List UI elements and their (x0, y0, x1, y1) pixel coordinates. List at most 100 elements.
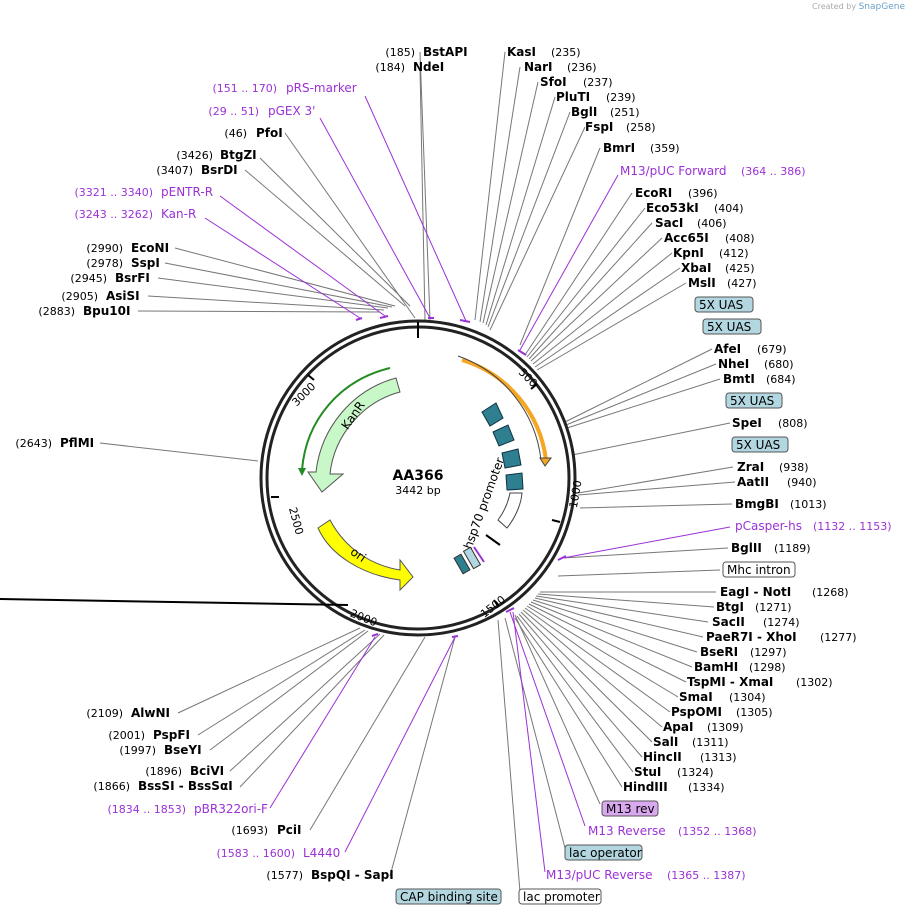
site-name[interactable]: BglII (731, 541, 762, 555)
primer-name[interactable]: M13/pUC Forward (620, 164, 727, 178)
site-name[interactable]: AatII (737, 475, 769, 489)
site-pos: (3407) (156, 164, 193, 177)
site-name[interactable]: StuI (634, 765, 661, 779)
site-pos: (684) (766, 373, 796, 386)
site-name[interactable]: FspI (585, 120, 613, 134)
site-name[interactable]: BglI (571, 105, 597, 119)
ori-arrow (317, 519, 414, 592)
primer-name[interactable]: pCasper-hs (735, 519, 802, 533)
site-pos: (680) (764, 358, 794, 371)
site-pos: (236) (567, 61, 597, 74)
site-name[interactable]: BspQI - SapI (311, 868, 394, 882)
primer-name[interactable]: L4440 (303, 846, 340, 860)
site-name[interactable]: BmgBI (735, 497, 779, 511)
site-pos: (1324) (677, 766, 714, 779)
primer-range: (1583 .. 1600) (216, 847, 295, 860)
site-name[interactable]: SpeI (732, 416, 762, 430)
uas-box-3[interactable] (725, 392, 783, 409)
site-name[interactable]: Eco53kI (646, 201, 699, 215)
site-name[interactable]: AsiSI (106, 289, 140, 303)
site-name[interactable]: NheI (718, 357, 749, 371)
primer-name[interactable]: pRS-marker (286, 81, 357, 95)
site-name[interactable]: BmrI (603, 141, 635, 155)
site-name[interactable]: PspOMI (671, 705, 722, 719)
site-pos: (1997) (119, 744, 156, 757)
site-name[interactable]: PfoI (256, 126, 283, 140)
uas-box-1[interactable] (694, 296, 754, 313)
site-name[interactable]: AfeI (714, 342, 741, 356)
uas-box-4[interactable] (731, 436, 789, 453)
site-pos: (1298) (749, 661, 786, 674)
m13-rev-box[interactable] (601, 800, 659, 817)
site-name[interactable]: SmaI (679, 690, 713, 704)
site-name[interactable]: NarI (524, 60, 553, 74)
lac-operator-box[interactable] (564, 844, 643, 861)
site-name[interactable]: NdeI (413, 60, 444, 74)
site-name[interactable]: SspI (131, 256, 160, 270)
site-name[interactable]: BseYI (164, 743, 202, 757)
site-name[interactable]: BseRI (700, 645, 738, 659)
site-name[interactable]: XbaI (681, 261, 711, 275)
site-name[interactable]: MslI (688, 276, 716, 290)
site-pos: (2978) (86, 257, 123, 270)
site-name[interactable]: Bpu10I (83, 304, 130, 318)
site-name[interactable]: BsrDI (201, 163, 238, 177)
site-name[interactable]: TspMI - XmaI (687, 675, 773, 689)
site-name[interactable]: EagI - NotI (720, 585, 791, 599)
site-name[interactable]: BamHI (694, 660, 738, 674)
site-name[interactable]: PluTI (556, 90, 590, 104)
site-pos: (1302) (796, 676, 833, 689)
site-pos: (235) (551, 46, 581, 59)
primer-name[interactable]: M13/pUC Reverse (546, 868, 653, 882)
kanr-primer-arc (301, 367, 391, 471)
site-name[interactable]: ApaI (663, 720, 693, 734)
site-name[interactable]: BtgI (716, 600, 744, 614)
site-name[interactable]: KpnI (673, 246, 704, 260)
site-name[interactable]: PspFI (153, 728, 190, 742)
site-name[interactable]: PflMI (60, 436, 94, 450)
site-pos: (46) (224, 127, 247, 140)
orange-feature-outline (457, 355, 542, 461)
site-name[interactable]: ZraI (737, 460, 764, 474)
site-name[interactable]: BsrFI (115, 271, 150, 285)
site-name[interactable]: Acc65I (664, 231, 709, 245)
site-name[interactable]: PciI (277, 823, 302, 837)
primer-name[interactable]: Kan-R (161, 207, 196, 221)
tick-label-1000: 1000 (567, 479, 585, 509)
site-name[interactable]: KasI (507, 45, 536, 59)
site-name[interactable]: SacII (712, 615, 745, 629)
site-name[interactable]: AlwNI (131, 706, 170, 720)
site-name[interactable]: HindIII (623, 780, 668, 794)
uas-box-2[interactable] (702, 318, 762, 335)
site-name[interactable]: BmtI (723, 372, 755, 386)
site-pos: (2905) (61, 290, 98, 303)
site-name[interactable]: EcoRI (635, 186, 672, 200)
primer-name[interactable]: pENTR-R (161, 185, 213, 199)
site-name[interactable]: SfoI (540, 75, 567, 89)
site-name[interactable]: BtgZI (220, 148, 257, 162)
mhc-intron-box[interactable] (722, 561, 796, 578)
cap-binding-box[interactable] (395, 888, 502, 905)
right-sites: KasI (235) NarI (236) SfoI (237) PluTI (… (507, 45, 857, 794)
site-name[interactable]: SalI (653, 735, 678, 749)
site-pos: (404) (714, 202, 744, 215)
site-name[interactable]: BssSI - BssSαI (138, 779, 233, 793)
site-name[interactable]: HincII (643, 750, 682, 764)
site-name[interactable]: BciVI (190, 764, 224, 778)
plasmid-name: AA366 (393, 468, 444, 484)
site-name[interactable]: EcoNI (131, 241, 169, 255)
site-pos: (1311) (692, 736, 729, 749)
site-name[interactable]: SacI (655, 216, 683, 230)
left-primers: (151 .. 170) pRS-marker (29 .. 51) pGEX … (74, 81, 356, 860)
primer-name[interactable]: pBR322ori-F (194, 802, 268, 816)
lac-promoter-box[interactable] (518, 888, 602, 905)
lac-block (453, 553, 471, 575)
primer-name[interactable]: pGEX 3' (268, 104, 315, 118)
site-pos: (679) (757, 343, 787, 356)
primer-name[interactable]: M13 Reverse (588, 824, 666, 838)
leader-lines (99, 51, 736, 893)
snapgene-brand: SnapGene (858, 2, 905, 12)
mhc-intron-block (462, 546, 482, 570)
site-name[interactable]: BstAPI (423, 45, 468, 59)
site-name[interactable]: PaeR7I - XhoI (706, 630, 797, 644)
